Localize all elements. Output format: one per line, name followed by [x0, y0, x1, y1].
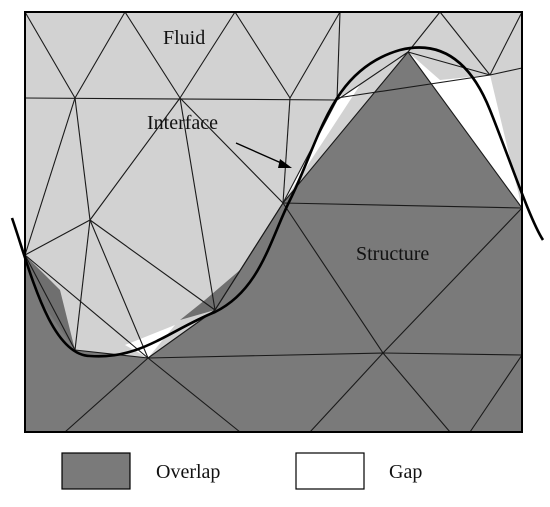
legend: Overlap Gap [61, 452, 422, 490]
overlap-region-mid [180, 270, 240, 320]
mesh-lines [24, 11, 523, 433]
fluid-label: Fluid [163, 27, 205, 49]
legend-gap-label: Gap [389, 461, 422, 483]
legend-gap-swatch [295, 452, 365, 490]
structure-label: Structure [356, 243, 429, 265]
interface-arrow [235, 142, 292, 168]
interface-label: Interface [147, 112, 218, 134]
legend-overlap-swatch [61, 452, 131, 490]
legend-overlap-label: Overlap [156, 461, 220, 483]
domain-frame [24, 11, 523, 433]
interface-curve [10, 46, 545, 358]
